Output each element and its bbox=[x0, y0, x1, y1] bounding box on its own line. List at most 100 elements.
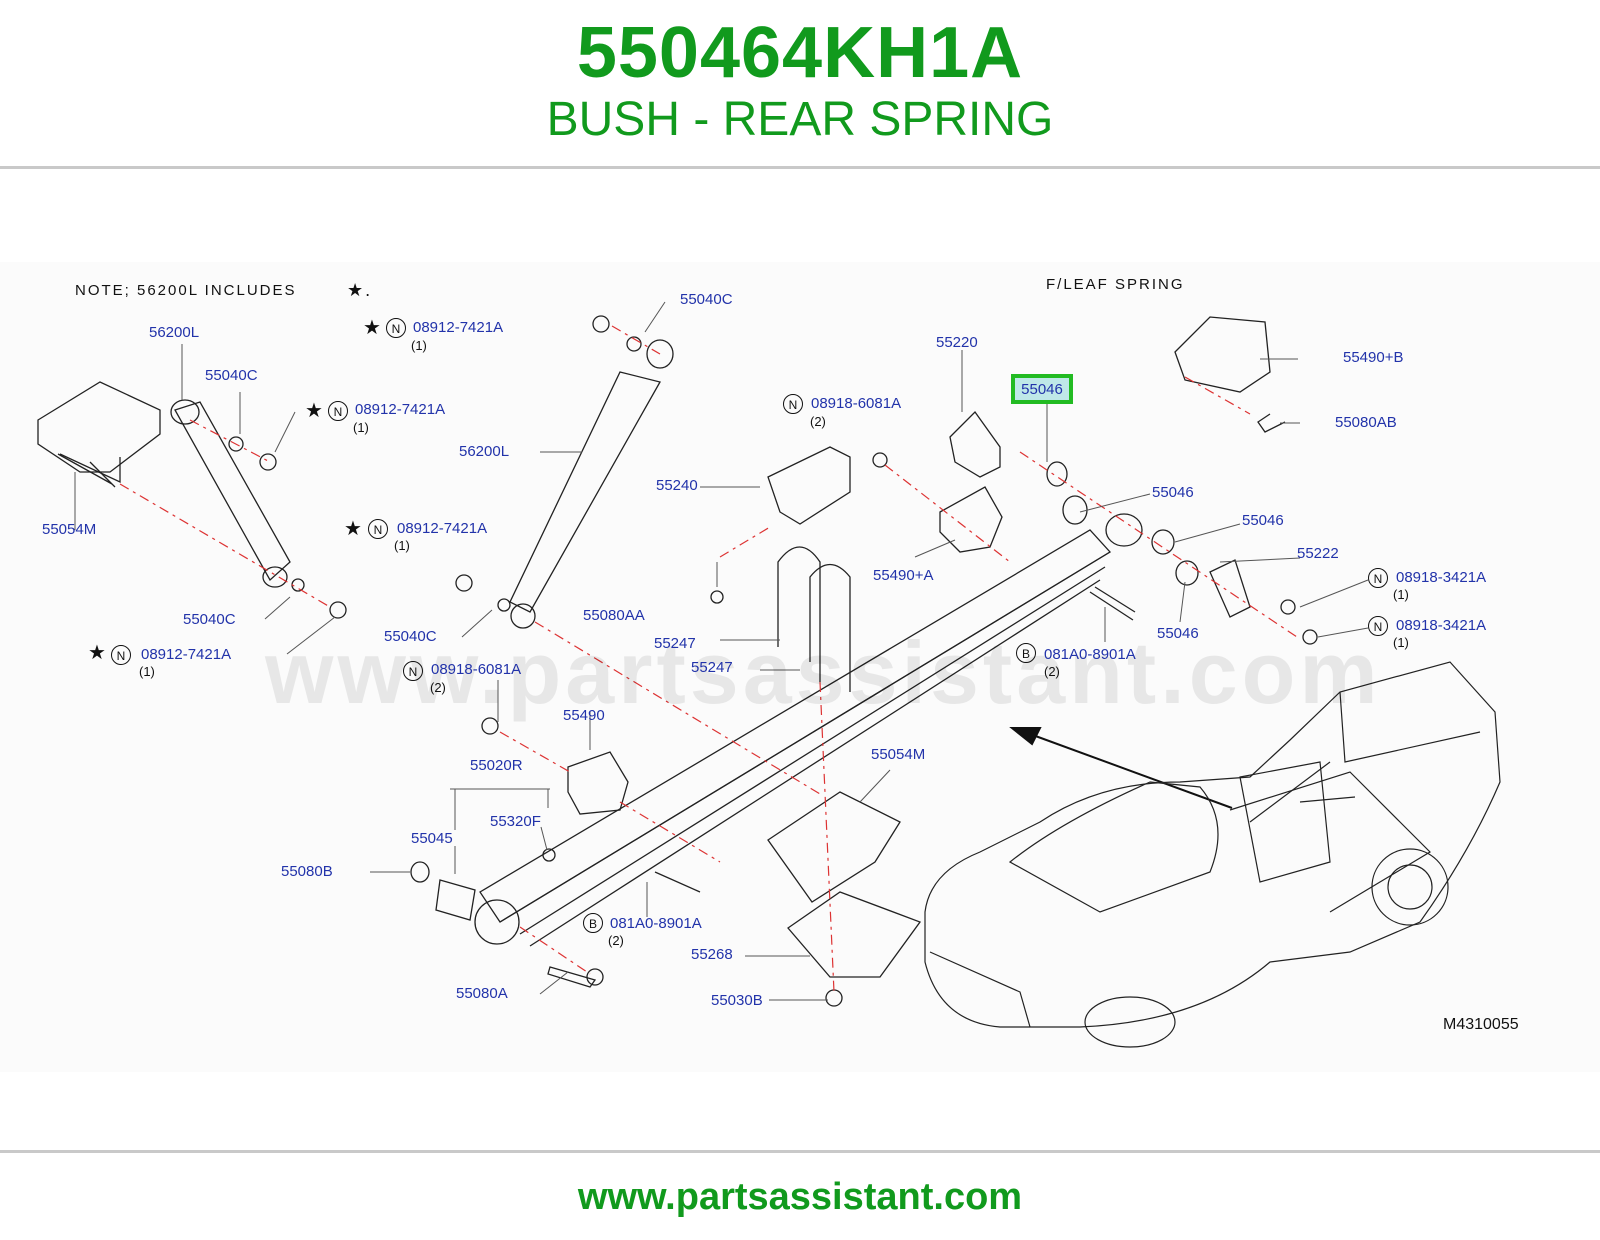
part-label-55220[interactable]: 55220 bbox=[936, 334, 978, 351]
part-label-08912-7421A[interactable]: 08912-7421A bbox=[355, 401, 446, 418]
note-star: ★. bbox=[347, 280, 373, 300]
part-label-55080AA[interactable]: 55080AA bbox=[583, 607, 645, 624]
quantity: (1) bbox=[353, 420, 369, 435]
part-label-08912-7421A[interactable]: 08912-7421A bbox=[397, 520, 488, 537]
part-label-55046[interactable]: 55046 bbox=[1157, 625, 1199, 642]
n-circle-icon: N bbox=[111, 645, 131, 665]
part-label-08912-7421A[interactable]: 08912-7421A bbox=[413, 319, 504, 336]
part-label-55490[interactable]: 55490 bbox=[563, 707, 605, 724]
parts-diagram: www.partsassistant.com NOTE; 56200L INCL… bbox=[0, 262, 1600, 1072]
part-label-55080AB[interactable]: 55080AB bbox=[1335, 414, 1397, 431]
quantity: (2) bbox=[608, 933, 624, 948]
part-label-55222[interactable]: 55222 bbox=[1297, 545, 1339, 562]
part-label-56200L[interactable]: 56200L bbox=[149, 324, 200, 341]
location-arrow bbox=[1029, 733, 1233, 809]
spring-title: F/LEAF SPRING bbox=[1046, 276, 1185, 293]
top-divider bbox=[0, 166, 1600, 169]
guide-line-7 bbox=[1184, 376, 1251, 415]
part-label-55240[interactable]: 55240 bbox=[656, 477, 698, 494]
guide-line-12 bbox=[819, 681, 835, 993]
guide-line-2 bbox=[189, 419, 271, 463]
part-label-55054M[interactable]: 55054M bbox=[42, 521, 97, 538]
n-circle-icon: N bbox=[403, 661, 423, 681]
guide-line-10 bbox=[519, 926, 591, 975]
guide-line-8 bbox=[719, 526, 771, 558]
u-bolt-b bbox=[809, 563, 851, 692]
star-icon: ★ bbox=[363, 317, 381, 339]
highlighted-part-label[interactable]: 55046 bbox=[1021, 381, 1063, 398]
part-label-08918-6081A[interactable]: 08918-6081A bbox=[431, 661, 522, 678]
watermark: www.partsassistant.com bbox=[265, 623, 1382, 722]
b-circle-icon: B bbox=[583, 913, 603, 933]
pad-plate-55054m bbox=[767, 791, 901, 903]
guide-line-4 bbox=[534, 621, 821, 795]
star-icon: ★ bbox=[344, 518, 362, 540]
part-label-55040C[interactable]: 55040C bbox=[205, 367, 258, 384]
part-label-55080B[interactable]: 55080B bbox=[281, 863, 333, 880]
quantity: (2) bbox=[810, 414, 826, 429]
pickup-truck bbox=[924, 661, 1501, 1028]
part-label-08912-7421A[interactable]: 08912-7421A bbox=[141, 646, 232, 663]
star-icon: ★ bbox=[88, 642, 106, 664]
n-circle-icon: N bbox=[1368, 568, 1388, 588]
part-label-55020R[interactable]: 55020R bbox=[470, 757, 523, 774]
part-label-55490A[interactable]: 55490+A bbox=[873, 567, 934, 584]
shock-absorber-left bbox=[174, 401, 291, 582]
bracket-55240 bbox=[767, 446, 851, 525]
part-label-56200L[interactable]: 56200L bbox=[459, 443, 510, 460]
bottom-divider bbox=[0, 1150, 1600, 1153]
bracket-plate-left bbox=[37, 381, 161, 473]
part-label-55046[interactable]: 55046 bbox=[1242, 512, 1284, 529]
footer-url[interactable]: www.partsassistant.com bbox=[577, 1176, 1023, 1218]
bracket-55490b bbox=[1174, 316, 1271, 393]
part-label-55040C[interactable]: 55040C bbox=[183, 611, 236, 628]
highlight-box-55046[interactable]: 55046 bbox=[1011, 374, 1073, 404]
part-number-title: 550464KH1A bbox=[576, 13, 1024, 93]
bump-stop-b bbox=[567, 751, 629, 815]
guide-line-5 bbox=[884, 464, 1011, 563]
guide-line-6 bbox=[1019, 451, 1301, 640]
bushing-55045 bbox=[435, 879, 476, 921]
part-label-08918-3421A[interactable]: 08918-3421A bbox=[1396, 617, 1487, 634]
quantity: (2) bbox=[430, 680, 446, 695]
part-label-55040C[interactable]: 55040C bbox=[384, 628, 437, 645]
shock-absorber-middle bbox=[509, 371, 661, 613]
guide-line-9 bbox=[499, 731, 571, 773]
part-label-081A0-8901A[interactable]: 081A0-8901A bbox=[1044, 646, 1136, 663]
leaf-spring bbox=[479, 529, 1112, 923]
part-label-55080A[interactable]: 55080A bbox=[456, 985, 508, 1002]
n-circle-icon: N bbox=[1368, 616, 1388, 636]
part-label-081A0-8901A[interactable]: 081A0-8901A bbox=[610, 915, 702, 932]
diagram-drawing bbox=[37, 301, 1501, 1048]
n-circle-icon: N bbox=[386, 318, 406, 338]
b-circle-icon: B bbox=[1016, 643, 1036, 663]
u-bolt-a bbox=[777, 546, 821, 682]
header: 550464KH1A BUSH - REAR SPRING bbox=[0, 0, 1600, 168]
quantity: (1) bbox=[139, 664, 155, 679]
part-label-55030B[interactable]: 55030B bbox=[711, 992, 763, 1009]
part-label-55046[interactable]: 55046 bbox=[1152, 484, 1194, 501]
part-label-08918-6081A[interactable]: 08918-6081A bbox=[811, 395, 902, 412]
star-icon: ★ bbox=[305, 400, 323, 422]
bump-stop-a bbox=[939, 486, 1003, 553]
part-label-55247[interactable]: 55247 bbox=[654, 635, 696, 652]
n-circle-icon: N bbox=[783, 394, 803, 414]
part-label-55490B[interactable]: 55490+B bbox=[1343, 349, 1404, 366]
pad-plate-55268 bbox=[787, 891, 922, 978]
guide-line-3 bbox=[611, 325, 661, 355]
quantity: (1) bbox=[411, 338, 427, 353]
shackle-55220 bbox=[949, 410, 1001, 478]
guide-line-1 bbox=[119, 483, 331, 608]
part-label-55045[interactable]: 55045 bbox=[411, 830, 453, 847]
quantity: (1) bbox=[394, 538, 410, 553]
guide-line-11 bbox=[619, 801, 721, 863]
note-text: NOTE; 56200L INCLUDES bbox=[75, 282, 297, 299]
part-label-55268[interactable]: 55268 bbox=[691, 946, 733, 963]
part-label-08918-3421A[interactable]: 08918-3421A bbox=[1396, 569, 1487, 586]
quantity: (1) bbox=[1393, 587, 1409, 602]
part-label-55320F[interactable]: 55320F bbox=[490, 813, 541, 830]
n-circle-icon: N bbox=[368, 519, 388, 539]
part-label-55040C[interactable]: 55040C bbox=[680, 291, 733, 308]
part-label-55054M[interactable]: 55054M bbox=[871, 746, 926, 763]
part-label-55247[interactable]: 55247 bbox=[691, 659, 733, 676]
